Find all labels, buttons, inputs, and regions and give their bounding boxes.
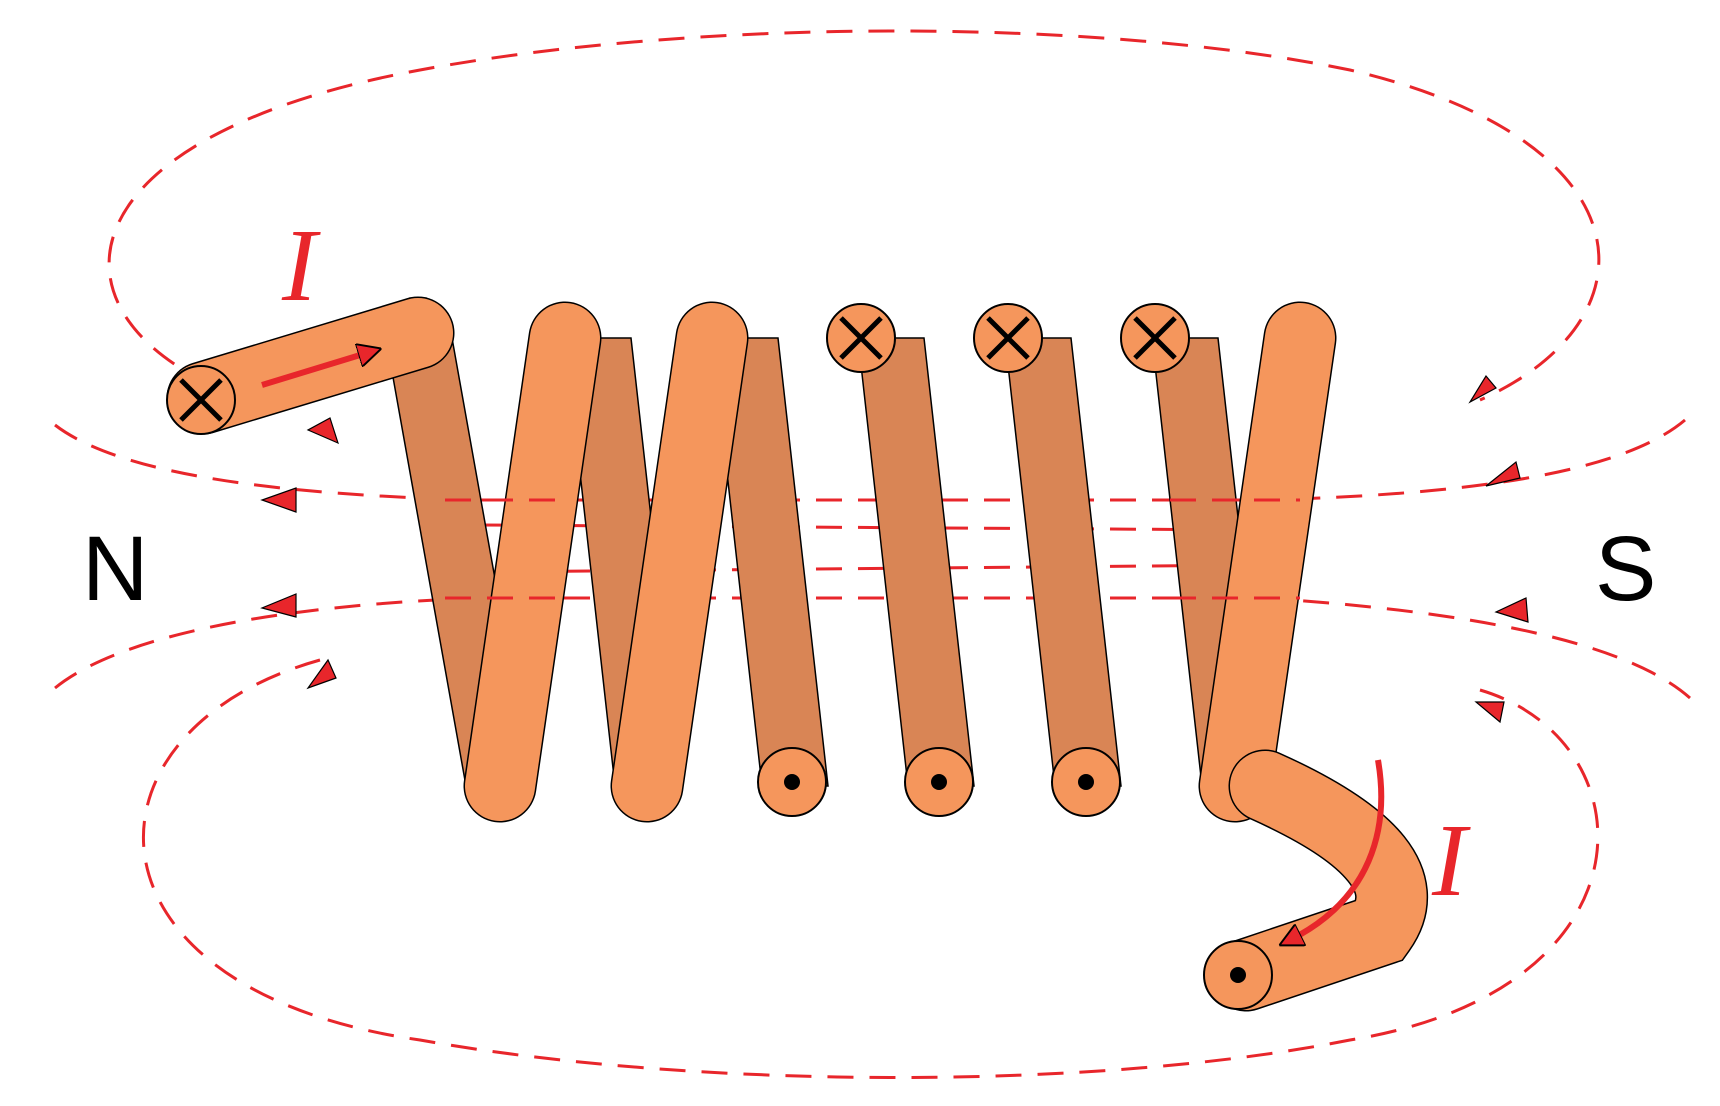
dot-circle-icon <box>1051 747 1121 817</box>
current-arrow-top <box>261 352 370 388</box>
magnetic-field-lines-front <box>445 498 1300 600</box>
coil-back-segment-3 <box>711 337 829 787</box>
coil-front-segment-2 <box>610 301 749 823</box>
current-into-page-markers <box>166 303 1190 435</box>
triangle-arrow-icon <box>306 658 337 690</box>
cross-circle-icon <box>166 365 236 435</box>
magnetic-field-lines-back <box>54 29 1691 1079</box>
dot-circle-icon <box>757 747 827 817</box>
triangle-arrow-icon <box>260 487 297 513</box>
triangle-arrow-icon <box>260 593 297 618</box>
triangle-arrow-icon <box>1468 374 1497 404</box>
north-pole-label: N <box>82 518 148 620</box>
coil-back-segment-4 <box>857 337 975 787</box>
field-line-right-lower <box>1259 596 1691 700</box>
dot-circle-icon <box>1203 940 1273 1010</box>
coil-front-segments <box>463 301 1337 823</box>
cross-circle-icon <box>826 303 896 373</box>
current-label-bottom: I <box>1431 803 1471 918</box>
coil-front-segment-1 <box>463 301 602 823</box>
field-loop-outer-top <box>107 29 1601 402</box>
dot-circle-icon <box>904 747 974 817</box>
current-label-top: I <box>281 208 321 323</box>
current-out-of-page-markers <box>757 747 1273 1010</box>
triangle-arrow-icon <box>1485 460 1521 487</box>
cross-circle-icon <box>1120 303 1190 373</box>
coil-back-segments <box>385 337 1269 787</box>
coil-front-segment-3 <box>1198 301 1337 823</box>
field-line-left-upper <box>54 423 481 502</box>
lead-wire-bottom <box>1209 749 1429 1012</box>
triangle-arrow-icon <box>1474 701 1505 724</box>
south-pole-label: S <box>1595 518 1656 620</box>
lead-wire-top <box>166 296 455 435</box>
field-line-left-lower <box>54 596 481 690</box>
field-line-right-upper <box>1259 418 1686 502</box>
triangle-arrow-icon <box>306 417 339 445</box>
current-arrow-bottom <box>1290 759 1385 940</box>
coil-back-segment-5 <box>1004 337 1122 787</box>
cross-circle-icon <box>973 303 1043 373</box>
triangle-arrow-icon <box>1494 597 1529 623</box>
field-direction-arrows <box>260 374 1529 724</box>
